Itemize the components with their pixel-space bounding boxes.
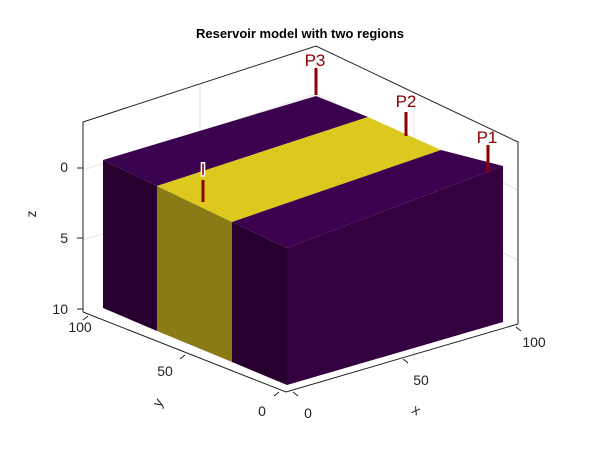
z-tick-label: 10: [52, 301, 68, 317]
y-tick-label: 50: [157, 363, 173, 379]
chart-title: Reservoir model with two regions: [196, 26, 404, 41]
well-label-P1: P1: [477, 128, 498, 147]
left-face-region-1-front: [232, 222, 287, 385]
axis-box: [82, 45, 519, 393]
x-tick-label: 50: [413, 372, 429, 388]
y-tick-label: 100: [68, 319, 92, 335]
well-label-P2: P2: [396, 92, 417, 111]
x-axis-label: x: [409, 401, 423, 418]
well-label-P3: P3: [305, 51, 326, 70]
top-face-region-1-front: [232, 150, 503, 248]
z-axis-label: z: [23, 211, 39, 218]
x-tick-label: 100: [522, 334, 546, 350]
left-face-region-2: [157, 186, 232, 362]
top-face-region-1-back: [103, 96, 368, 186]
tick-marks: [77, 167, 522, 397]
well-label-I: I: [201, 160, 206, 179]
left-face-region-1-back: [103, 160, 157, 331]
wells: [201, 68, 490, 202]
top-face-region-2: [157, 117, 441, 222]
y-tick-label: 0: [258, 403, 266, 419]
z-tick-label: 0: [60, 159, 68, 175]
y-axis-label: y: [149, 395, 166, 409]
z-tick-label: 5: [60, 230, 68, 246]
x-tick-label: 0: [304, 405, 312, 421]
front-face: [287, 166, 503, 385]
